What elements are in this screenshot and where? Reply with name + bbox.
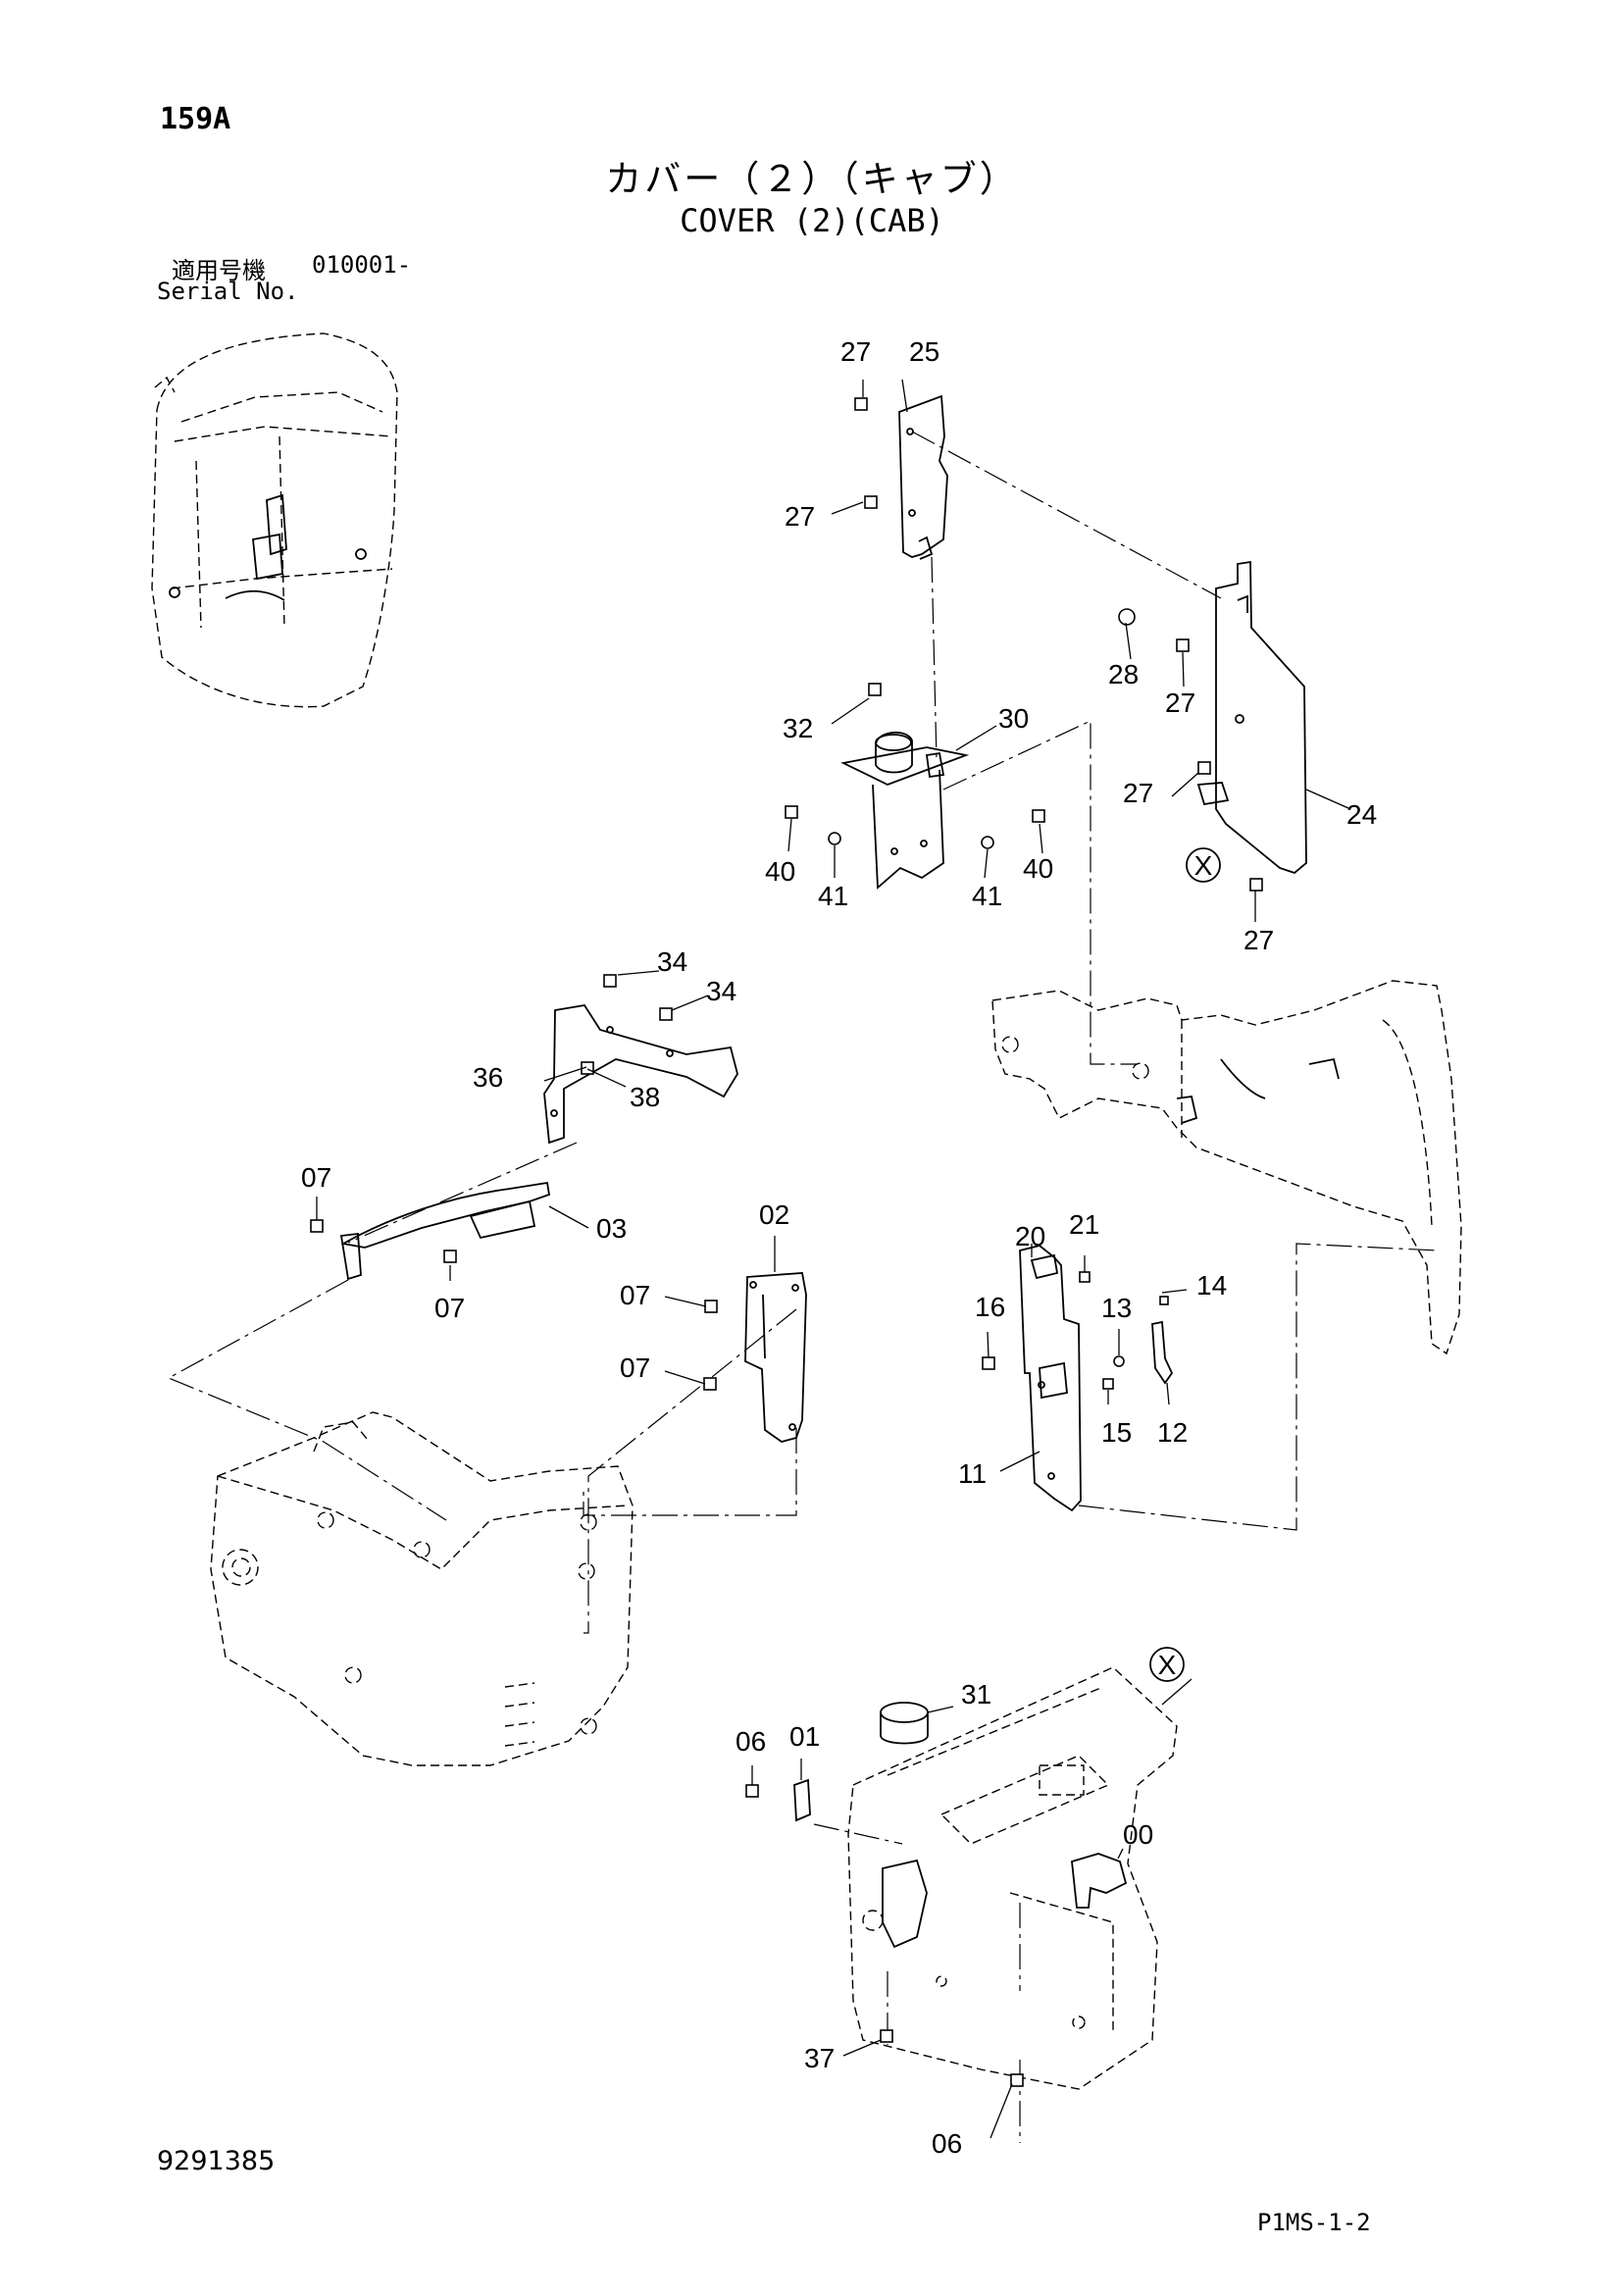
page-title-english: COVER (2)(CAB): [680, 202, 944, 239]
svg-text:X: X: [1194, 850, 1213, 881]
serial-number-value: 010001-: [312, 251, 412, 279]
reference-mark-x-lower: X: [1149, 1647, 1185, 1682]
callout-31: 31: [961, 1679, 991, 1709]
callout-14: 14: [1196, 1270, 1227, 1301]
callout-27: 27: [785, 501, 815, 532]
callout-36: 36: [473, 1062, 503, 1093]
cover-plate-25: [898, 394, 948, 560]
callout-27: 27: [840, 336, 871, 367]
serial-label-english: Serial No.: [157, 278, 299, 305]
callout-25: 25: [909, 336, 939, 367]
callout-32: 32: [783, 713, 813, 743]
callout-16: 16: [975, 1292, 1005, 1322]
bracket-01: [793, 1778, 811, 1822]
callout-38: 38: [630, 1082, 660, 1112]
callout-34: 34: [657, 946, 687, 977]
base-phantom-lower-left: [210, 1411, 634, 1766]
callout-07: 07: [620, 1352, 650, 1383]
callout-34: 34: [706, 976, 736, 1006]
callout-01: 01: [789, 1721, 820, 1752]
page-code: 159A: [160, 102, 231, 136]
callout-30: 30: [998, 703, 1029, 734]
hardware-fasteners: [310, 397, 1263, 2087]
callout-15: 15: [1101, 1417, 1132, 1448]
callout-40: 40: [765, 856, 795, 887]
page-title-japanese: カバー（２）（キャブ）: [605, 158, 1019, 200]
sheet-code: P1MS-1-2: [1257, 2209, 1371, 2236]
bracket-24: [1196, 560, 1307, 875]
callout-21: 21: [1069, 1209, 1099, 1240]
svg-text:X: X: [1158, 1650, 1177, 1680]
callout-41: 41: [972, 881, 1002, 911]
callout-labels: 27 25 27 28 27 32 30 27 24 40 41 41 40 2…: [301, 336, 1377, 2159]
plate-36: [543, 1004, 738, 1145]
document-number: 9291385: [157, 2146, 276, 2176]
cab-overview-thumbnail: [151, 332, 398, 708]
callout-13: 13: [1101, 1293, 1132, 1323]
callout-24: 24: [1346, 799, 1377, 830]
callout-41: 41: [818, 881, 848, 911]
callout-20: 20: [1015, 1221, 1045, 1251]
callout-07: 07: [301, 1162, 331, 1193]
callout-27: 27: [1123, 778, 1153, 808]
callout-leader-lines: [316, 379, 1349, 2139]
callout-03: 03: [596, 1213, 627, 1244]
callout-07: 07: [620, 1280, 650, 1310]
callout-07: 07: [434, 1293, 465, 1323]
callout-06: 06: [736, 1726, 766, 1757]
bracket-00: [1071, 1853, 1128, 1909]
callout-27: 27: [1243, 925, 1274, 955]
callout-40: 40: [1023, 853, 1053, 884]
clip-12: [1151, 1320, 1174, 1385]
floor-plate-phantom: [847, 1666, 1178, 2090]
stand-30: [840, 732, 970, 890]
callout-00: 00: [1123, 1819, 1153, 1850]
collar-31: [880, 1702, 929, 1745]
bracket-11-20: [1019, 1245, 1082, 1512]
bracket-02: [744, 1272, 807, 1443]
callout-27: 27: [1165, 688, 1195, 718]
callout-11: 11: [958, 1458, 987, 1489]
reference-mark-x-upper: X: [1186, 847, 1221, 883]
strap-03: [339, 1181, 551, 1281]
callout-02: 02: [759, 1199, 789, 1230]
callout-12: 12: [1157, 1417, 1188, 1448]
callout-28: 28: [1108, 659, 1139, 689]
callout-37: 37: [804, 2043, 835, 2073]
serial-label-japanese: 適用号機: [172, 257, 266, 284]
callout-06: 06: [932, 2128, 962, 2159]
cab-panel-phantom-upper-right: [991, 980, 1462, 1355]
